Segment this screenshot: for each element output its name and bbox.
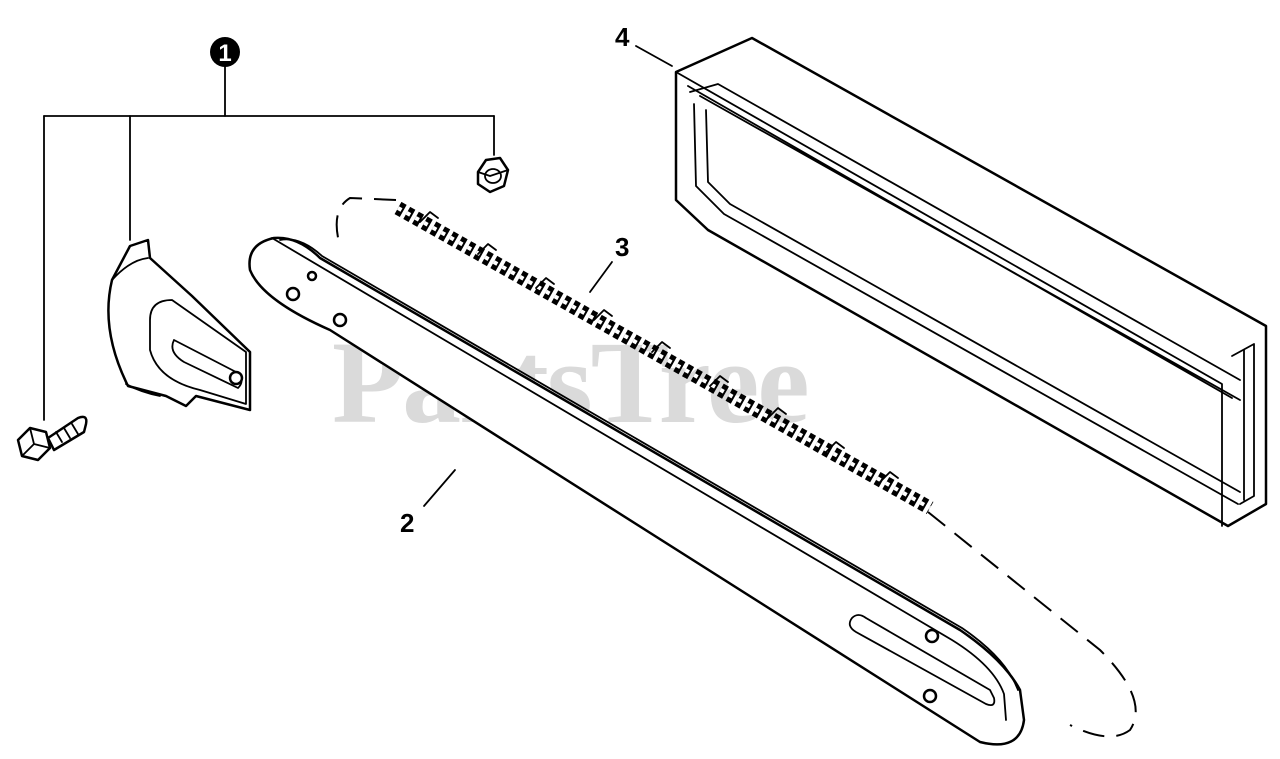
leader-2 xyxy=(423,469,456,507)
leader-3 xyxy=(589,261,613,293)
part-label-4[interactable]: 4 xyxy=(615,22,630,52)
guide-bar[interactable] xyxy=(248,236,1026,746)
part-callout-1[interactable]: 1 xyxy=(210,37,240,67)
chain-loop-outline xyxy=(335,196,1137,738)
callout-1-number: 1 xyxy=(218,40,231,67)
nut[interactable] xyxy=(476,156,510,194)
side-plate[interactable] xyxy=(107,238,252,412)
kit-bracket xyxy=(43,64,495,421)
saw-chain[interactable] xyxy=(394,201,934,515)
part-label-2[interactable]: 2 xyxy=(400,508,414,538)
scabbard[interactable] xyxy=(674,36,1268,528)
leader-4 xyxy=(635,45,673,67)
bolt[interactable] xyxy=(16,415,88,462)
part-label-3[interactable]: 3 xyxy=(615,232,629,262)
